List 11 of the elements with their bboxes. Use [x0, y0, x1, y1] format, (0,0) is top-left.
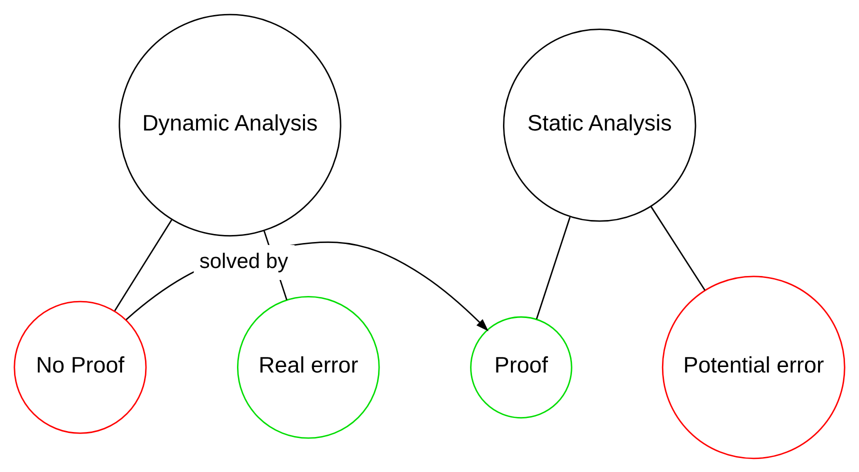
node-circle: Real error — [237, 296, 380, 438]
connector — [114, 218, 172, 311]
arrow — [126, 241, 488, 331]
node-circle: Proof — [470, 316, 572, 418]
node-circle: No Proof — [14, 300, 147, 434]
node-circle: Potential error — [662, 275, 846, 459]
edge-label: solved by — [199, 250, 288, 273]
node-circle: Static Analysis — [503, 28, 696, 222]
connector — [536, 216, 571, 319]
node-circle: Dynamic Analysis — [118, 13, 342, 236]
connector — [650, 205, 706, 290]
